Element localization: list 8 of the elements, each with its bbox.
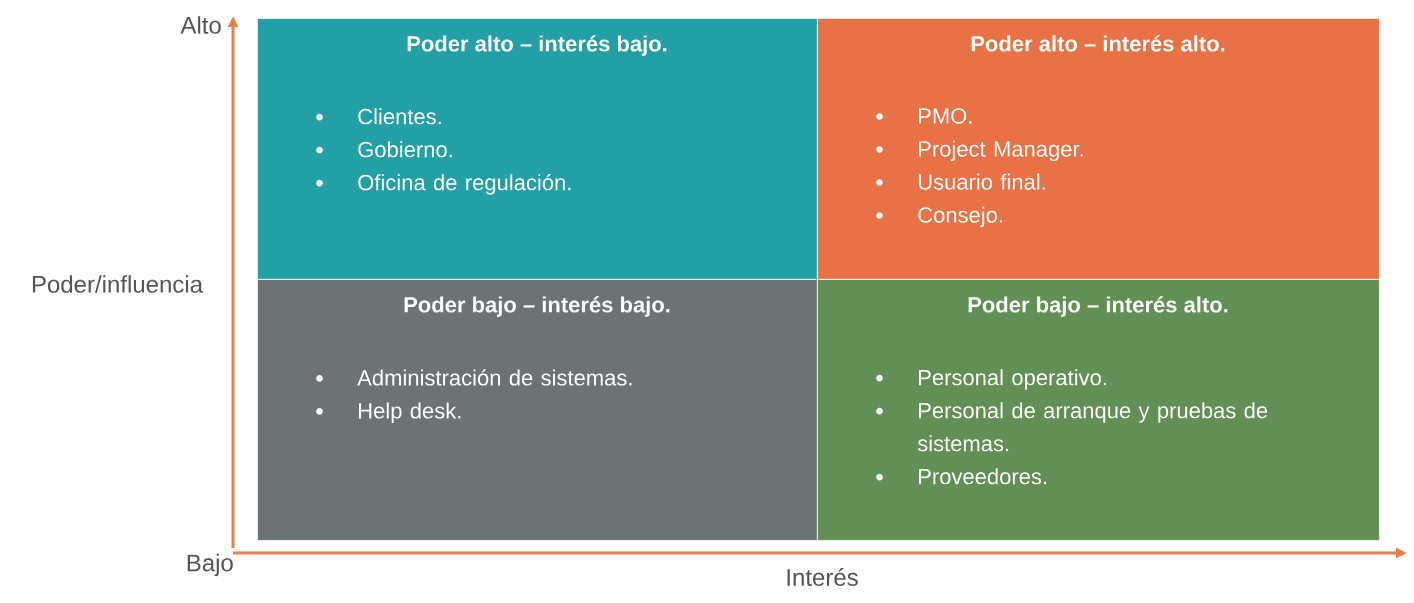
- axis-label: Bajo: [187, 553, 233, 577]
- axis-label: Alto: [180, 16, 221, 34]
- axis-label: Interés: [787, 568, 858, 586]
- quadrant-box: Poder alto – interés alto. PMO. Project Manager. Usuario final. Consejo.: [817, 18, 1380, 280]
- quadrant-box: Poder bajo – interés bajo. Administración de sistemas. Help desk.: [257, 279, 818, 541]
- axis-label: Poder/influencia: [32, 275, 204, 293]
- quadrant-box: Poder bajo – interés alto. Personal operativo. Personal de arranque y pruebas de sistemas. Proveedores.: [817, 279, 1380, 541]
- quadrant-box: Poder alto – interés bajo. Clientes. Gobierno. Oficina de regulación.: [257, 18, 818, 280]
